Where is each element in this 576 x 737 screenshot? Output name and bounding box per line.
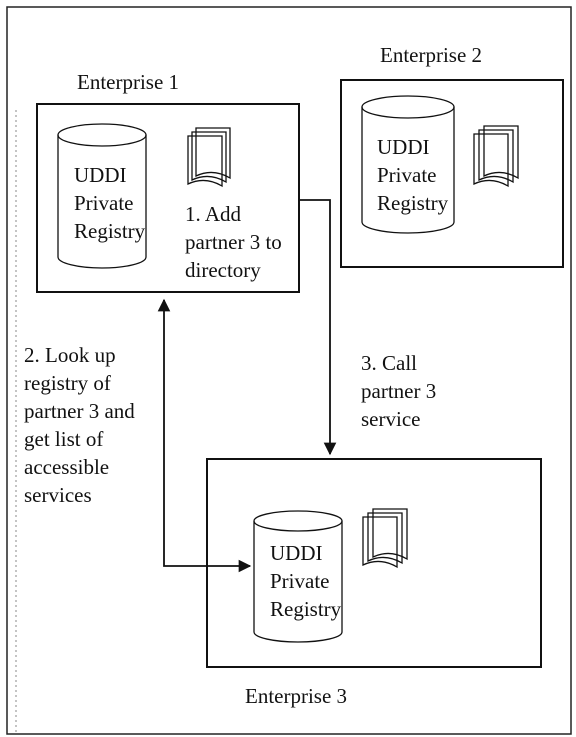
enterprise-3-database-icon bbox=[253, 510, 343, 643]
enterprise-3-registry-line-2: Private bbox=[270, 569, 329, 593]
enterprise-2-documents-icon bbox=[473, 125, 519, 188]
step-2-line-5: accessible bbox=[24, 455, 109, 479]
enterprise-2-database-icon bbox=[361, 95, 455, 234]
step-2-line-1: 2. Look up bbox=[24, 343, 116, 367]
enterprise-1-documents-icon bbox=[187, 127, 231, 188]
outer-frame bbox=[6, 6, 572, 735]
enterprise-3-documents-icon bbox=[362, 508, 408, 569]
step-2-line-2: registry of bbox=[24, 371, 111, 395]
step-3-line-2: partner 3 bbox=[361, 379, 436, 403]
step-3-line-3: service bbox=[361, 407, 420, 431]
step-1-line-2: partner 3 to bbox=[185, 230, 282, 254]
step-1-line-3: directory bbox=[185, 258, 261, 282]
step-2-line-6: services bbox=[24, 483, 92, 507]
enterprise-1-box bbox=[36, 103, 300, 293]
step-2-line-4: get list of bbox=[24, 427, 103, 451]
enterprise-2-registry-line-3: Registry bbox=[377, 191, 449, 215]
enterprise-1-database-icon bbox=[57, 123, 147, 269]
enterprise-2-registry-line-1: UDDI bbox=[377, 135, 430, 159]
enterprise-1-registry-line-2: Private bbox=[74, 191, 133, 215]
enterprise-3-title: Enterprise 3 bbox=[245, 684, 347, 708]
enterprise-1-registry-line-3: Registry bbox=[74, 219, 146, 243]
step-1-line-1: 1. Add bbox=[185, 202, 242, 226]
enterprise-2-title: Enterprise 2 bbox=[380, 43, 482, 67]
enterprise-3-registry-line-3: Registry bbox=[270, 597, 342, 621]
call-service-arrow bbox=[299, 199, 337, 456]
enterprise-2-box bbox=[340, 79, 564, 268]
step-2-line-3: partner 3 and bbox=[24, 399, 135, 423]
enterprise-1-registry-line-1: UDDI bbox=[74, 163, 127, 187]
step-3-line-1: 3. Call bbox=[361, 351, 417, 375]
enterprise-3-registry-line-1: UDDI bbox=[270, 541, 323, 565]
enterprise-2-registry-line-2: Private bbox=[377, 163, 436, 187]
enterprise-1-title: Enterprise 1 bbox=[77, 70, 179, 94]
lookup-registry-arrow bbox=[157, 298, 252, 573]
